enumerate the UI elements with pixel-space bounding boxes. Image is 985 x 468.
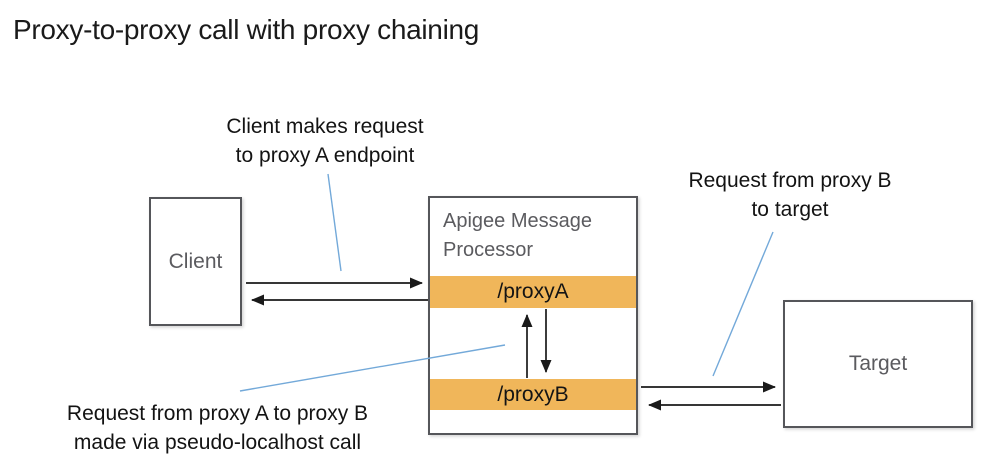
target-box: Target [783, 300, 973, 428]
callout-line-client-request [327, 173, 342, 272]
message-processor-box: Apigee Message Processor /proxyA /proxyB [428, 196, 638, 435]
note-client-request-line1: Client makes request [226, 115, 424, 138]
proxyb-label: /proxyB [497, 382, 569, 406]
note-proxya-to-proxyb-line1: Request from proxy A to proxy B [66, 402, 369, 425]
diagram-title: Proxy-to-proxy call with proxy chaining [13, 14, 480, 45]
note-client-request: Client makes request to proxy A endpoint [190, 112, 460, 170]
target-label: Target [848, 352, 908, 375]
note-proxyb-to-target-line1: Request from proxy B [688, 169, 892, 192]
message-processor-title: Apigee Message Processor [443, 210, 592, 261]
client-label: Client [168, 249, 223, 273]
note-proxyb-to-target-line2: to target [751, 198, 829, 221]
callout-line-proxyb-target [712, 231, 774, 377]
note-proxyb-to-target: Request from proxy B to target [660, 166, 920, 224]
note-proxya-to-proxyb-line2: made via pseudo-localhost call [73, 431, 362, 454]
proxya-label: /proxyA [497, 280, 569, 303]
note-client-request-line2: to proxy A endpoint [235, 144, 415, 167]
proxya-endpoint-bar: /proxyA [430, 276, 636, 308]
note-proxya-to-proxyb: Request from proxy A to proxy B made via… [10, 399, 425, 457]
client-box: Client [149, 197, 242, 326]
proxyb-endpoint-bar: /proxyB [430, 379, 636, 410]
